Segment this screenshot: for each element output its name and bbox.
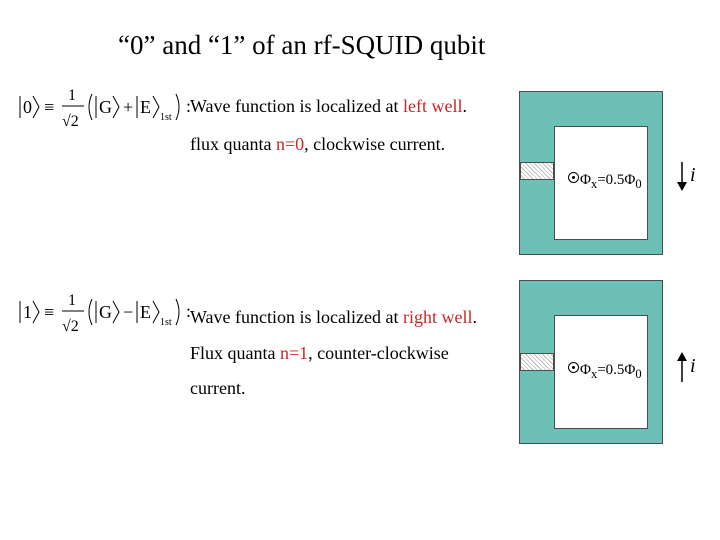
flux-subscript-x: x — [590, 367, 598, 381]
plus-sign: + — [123, 97, 133, 117]
current-label: i — [690, 164, 696, 186]
highlight-right-well: right well — [402, 307, 473, 327]
flux-phi: Φ — [580, 362, 591, 378]
excited-state-e: E — [140, 97, 151, 117]
text-segment: . — [462, 96, 467, 116]
colon: : — [186, 301, 191, 321]
flux-phi: Φ — [580, 172, 591, 188]
loop-interior — [554, 126, 648, 240]
flux-value: =0.5Φ — [597, 362, 636, 378]
flux-into-page-icon — [568, 172, 579, 183]
fraction-numerator: 1 — [68, 292, 76, 309]
colon: : — [186, 96, 191, 116]
equiv-symbol: ≡ — [44, 97, 54, 117]
state-0-description-line-1: Wave function is localized at left well. — [190, 96, 467, 117]
state-1-equation: 1 ≡ 1 √2 G − E 1st : — [8, 285, 194, 335]
ket-0-label: 0 — [23, 97, 32, 117]
text-segment: . — [472, 307, 477, 327]
state-1-description-line-1: Wave function is localized at right well… — [190, 307, 477, 328]
state-1-description-line-3: current. — [190, 378, 246, 398]
ground-state-g: G — [99, 97, 112, 117]
highlight-left-well: left well — [402, 96, 463, 116]
text-segment: , counter-clockwise — [308, 343, 449, 363]
flux-subscript-x: x — [590, 177, 598, 191]
flux-into-page-icon — [568, 362, 579, 373]
text-segment: Wave function is localized at — [190, 96, 403, 116]
current-up-arrow-icon — [677, 352, 687, 382]
text-segment: Flux quanta — [190, 343, 280, 363]
state-1-description-line-2: Flux quanta n=1, counter-clockwise — [190, 343, 449, 364]
squid-loop-left-well — [519, 91, 663, 255]
subscript-1st: 1st — [160, 112, 172, 123]
text-segment: , clockwise current. — [304, 134, 446, 154]
highlight-n0: n=0 — [275, 134, 305, 154]
flux-subscript-0: 0 — [635, 367, 642, 381]
josephson-junction — [520, 162, 554, 180]
flux-label: Φx=0.5Φ0 — [568, 362, 642, 382]
slide-title: “0” and “1” of an rf-SQUID qubit — [118, 30, 486, 60]
subscript-1st: 1st — [160, 317, 172, 328]
state-0-description-line-2: flux quanta n=0, clockwise current. — [190, 134, 445, 155]
fraction-denominator: √2 — [62, 318, 79, 335]
excited-state-e: E — [140, 302, 151, 322]
fraction-numerator: 1 — [68, 87, 76, 104]
equiv-symbol: ≡ — [44, 302, 54, 322]
josephson-junction — [520, 353, 554, 371]
highlight-n1: n=1 — [280, 343, 309, 363]
flux-value: =0.5Φ — [597, 172, 636, 188]
current-down-arrow-icon — [677, 162, 687, 191]
ground-state-g: G — [99, 302, 112, 322]
state-0-equation: 0 ≡ 1 √2 G + E 1st : — [8, 80, 194, 130]
fraction-denominator: √2 — [62, 113, 79, 130]
text-segment: flux quanta — [190, 134, 276, 154]
current-label: i — [690, 355, 696, 377]
ket-1-label: 1 — [23, 302, 32, 322]
text-segment: Wave function is localized at — [190, 307, 403, 327]
flux-subscript-0: 0 — [635, 177, 642, 191]
minus-sign: − — [123, 302, 133, 322]
flux-label: Φx=0.5Φ0 — [568, 172, 642, 192]
